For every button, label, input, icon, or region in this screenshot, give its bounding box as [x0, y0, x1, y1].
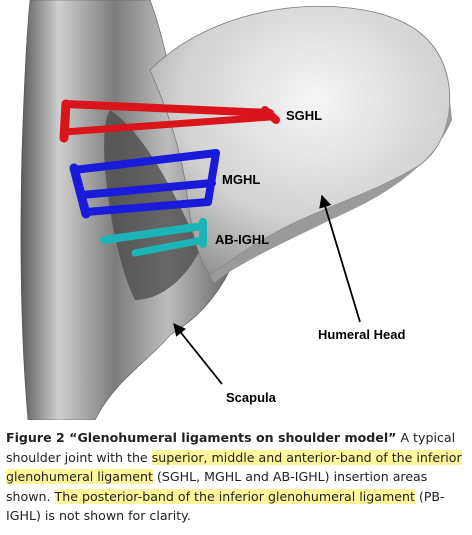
caption-highlight-2: The posterior-band of the inferior gleno…: [54, 488, 415, 504]
sghl-label: SGHL: [286, 108, 323, 123]
mghl-label: MGHL: [222, 172, 261, 187]
mghl-ligament: [69, 149, 220, 219]
ab-ighl-ligament: [100, 218, 207, 257]
scapula-arrow: [173, 323, 223, 385]
humeral-head-label: Humeral Head: [318, 327, 406, 342]
caption-text-3: (PB-IGHL) is not shown for clarity.: [6, 488, 445, 524]
humeral-head-arrow: [319, 194, 361, 323]
humeral-head-shadow: [210, 80, 452, 283]
caption-text-2: (SGHL, MGHL and AB-IGHL) insertion areas…: [6, 469, 428, 504]
figure-caption: Figure 2 “Glenohumeral ligaments on shou…: [6, 428, 468, 526]
caption-title: Figure 2 “Glenohumeral ligaments on shou…: [6, 430, 397, 445]
caption-text-1: A typical shoulder joint with the: [6, 430, 456, 465]
ab-ighl-label: AB-IGHL: [215, 232, 270, 247]
scapula-label: Scapula: [226, 390, 276, 405]
shoulder-model-figure: [20, 0, 452, 420]
sghl-ligament: [59, 99, 280, 143]
